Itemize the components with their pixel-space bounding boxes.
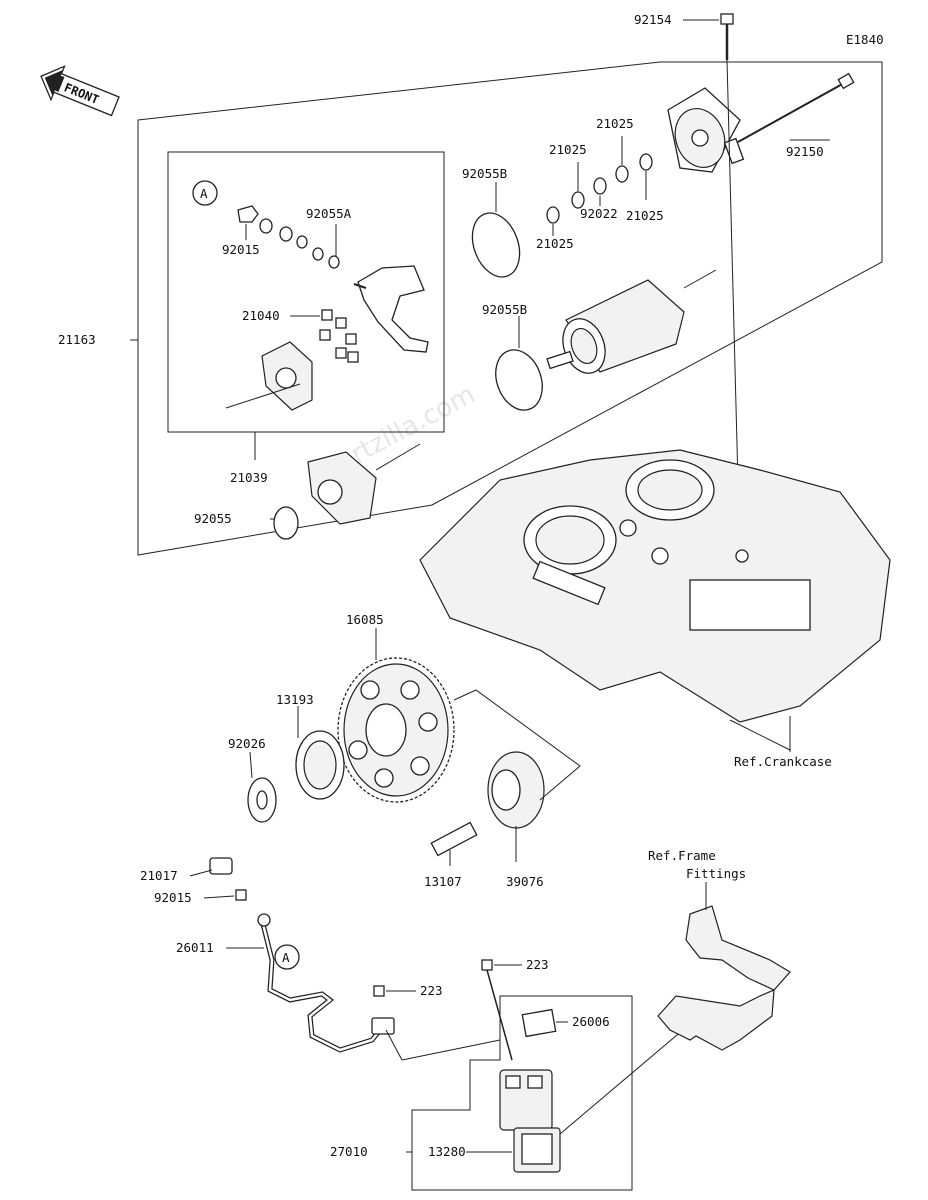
label-26006: 26006: [572, 1014, 610, 1029]
label-21025-top: 21025: [596, 116, 634, 131]
label-92154: 92154: [634, 12, 672, 27]
relay-cover-13280: [513, 1127, 561, 1173]
callout-a-bottom: [274, 944, 300, 970]
frame-bracket: [657, 905, 791, 1051]
brush-plate: [261, 341, 313, 411]
label-92022: 92022: [580, 206, 618, 221]
label-223-left: 223: [420, 983, 443, 998]
label-223-right: 223: [526, 957, 549, 972]
o-ring-middle: [495, 349, 543, 411]
o-ring-top: [471, 212, 521, 278]
bolt-92154: [720, 13, 734, 60]
brush-holder-box: [167, 151, 445, 433]
washer-92026: [247, 777, 277, 823]
washer-stack: [546, 153, 653, 224]
label-92015-top: 92015: [222, 242, 260, 257]
callout-a-top-label: A: [200, 186, 208, 201]
label-13107: 13107: [424, 874, 462, 889]
label-92015-bottom: 92015: [154, 890, 192, 905]
relay-bracket-box: [411, 995, 633, 1191]
label-92150: 92150: [786, 144, 824, 159]
label-21025-mid: 21025: [549, 142, 587, 157]
starter-motor-body: [546, 279, 685, 374]
label-21017: 21017: [140, 868, 178, 883]
cable-clamp-21017: [209, 857, 233, 875]
diagram-code: E1840: [846, 32, 884, 47]
label-21025-right: 21025: [626, 208, 664, 223]
label-26011: 26011: [176, 940, 214, 955]
starter-assembly-boundary: [137, 61, 883, 556]
label-92055b-top: 92055B: [462, 166, 507, 181]
shaft-13107: [430, 821, 478, 857]
bolt-223-left: [373, 985, 385, 997]
starter-front-cover: [307, 451, 377, 525]
brush-holder-parts: [237, 205, 429, 353]
long-bolt: [737, 72, 855, 143]
label-92026: 92026: [228, 736, 266, 751]
label-27010: 27010: [330, 1144, 368, 1159]
ref-frame-line1: Ref.Frame: [648, 848, 716, 863]
brushes-21040: [319, 309, 359, 363]
label-92055b-middle: 92055B: [482, 302, 527, 317]
label-21163: 21163: [58, 332, 96, 347]
label-92055: 92055: [194, 511, 232, 526]
bolt-92015-lower: [235, 889, 247, 901]
bolt-223-right: [481, 959, 513, 1061]
front-arrow-icon: FRONT: [40, 65, 120, 117]
label-21040: 21040: [242, 308, 280, 323]
starter-end-cover: [667, 87, 745, 173]
one-way-clutch: [295, 730, 345, 800]
label-92055a: 92055A: [306, 206, 352, 221]
label-21025-lower: 21025: [536, 236, 574, 251]
o-ring-92055: [273, 506, 299, 540]
crankcase: [419, 449, 891, 723]
callout-a-bottom-label: A: [282, 950, 290, 965]
ref-crankcase: Ref.Crankcase: [734, 754, 832, 769]
label-21039: 21039: [230, 470, 268, 485]
label-39076: 39076: [506, 874, 544, 889]
idle-gear: [487, 751, 545, 829]
label-13193: 13193: [276, 692, 314, 707]
starter-cable-26011: [257, 913, 395, 1053]
label-16085: 16085: [346, 612, 384, 627]
starter-relay: [499, 1069, 553, 1131]
callout-a-top: [192, 180, 218, 206]
ref-frame-line2: Fittings: [686, 866, 746, 881]
label-13280: 13280: [428, 1144, 466, 1159]
relay-26006: [521, 1008, 557, 1038]
starter-clutch-gear: [337, 657, 455, 803]
